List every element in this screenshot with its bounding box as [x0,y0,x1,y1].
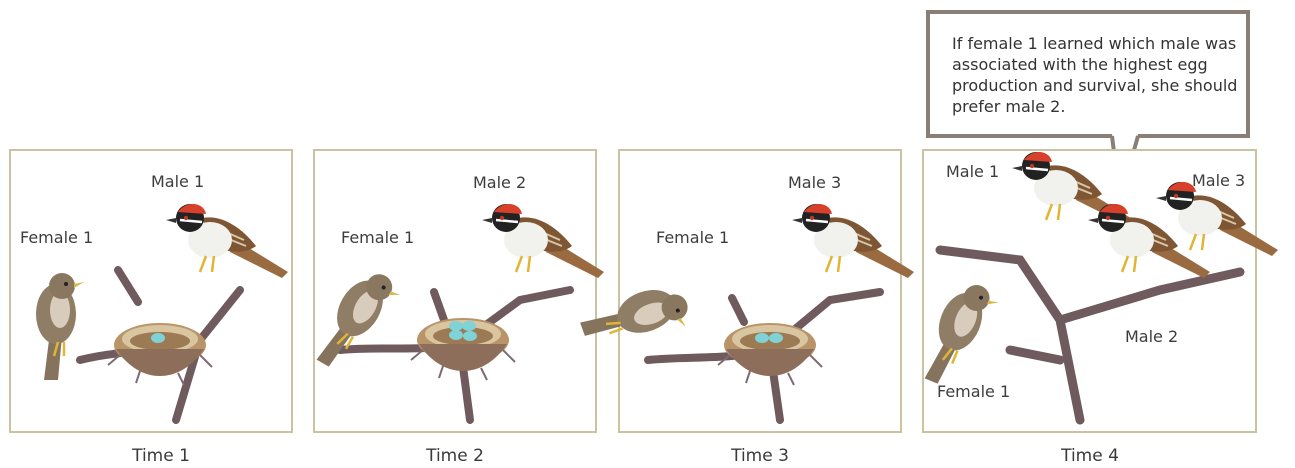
male-label-panel-3: Male 3 [788,173,841,192]
time-label-2: Time 2 [426,446,484,466]
male-1-label-panel-4: Male 1 [946,162,999,181]
female-label-panel-4: Female 1 [937,382,1010,401]
time-label-3: Time 3 [731,446,789,466]
male-2-label-panel-4: Male 2 [1125,327,1178,346]
female-label-panel-2: Female 1 [341,228,414,247]
female-label-panel-1: Female 1 [20,228,93,247]
male-3-label-panel-4: Male 3 [1192,171,1245,190]
time-label-1: Time 1 [132,446,190,466]
female-label-panel-3: Female 1 [656,228,729,247]
time-label-4: Time 4 [1061,446,1119,466]
male-label-panel-1: Male 1 [151,172,204,191]
male-label-panel-2: Male 2 [473,173,526,192]
